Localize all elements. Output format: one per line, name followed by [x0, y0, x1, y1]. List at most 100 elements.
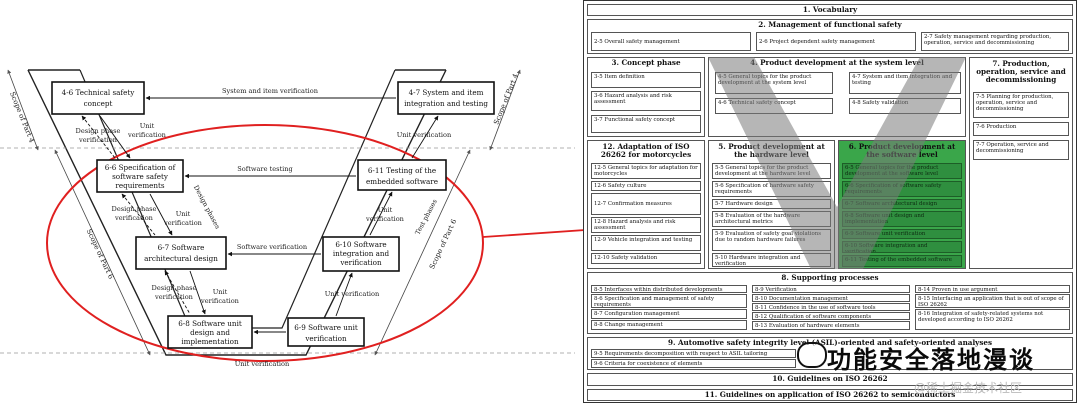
box-6-6-line-1: 6-6 Specification of [105, 163, 177, 172]
section-4-system-level: 4. Product development at the system lev… [708, 57, 966, 137]
item-2-6: 2-6 Project dependent safety management [756, 32, 916, 51]
item-5-8: 5-8 Evaluation of the hardware architect… [712, 211, 831, 227]
section-12-title: 12. Adaptation of ISO 26262 for motorcyc… [600, 142, 692, 159]
item-5-9: 5-9 Evaluation of safety goal violations… [712, 229, 831, 251]
watermark-brand: 功能安全落地漫谈 [827, 346, 1035, 374]
section-1-title: 1. Vocabulary [802, 5, 858, 14]
label-software-testing: Software testing [237, 165, 293, 173]
label-design-phase-verification-2b: verification [114, 214, 154, 222]
item-7-5: 7-5 Planning for production, operation, … [973, 92, 1069, 118]
box-4-7: 4-7 System and item integration and test… [397, 81, 495, 115]
flow-arrows [81, 95, 439, 335]
item-3-7: 3-7 Functional safety concept [591, 115, 701, 133]
section-3-title: 3. Concept phase [611, 58, 681, 67]
item-6-8: 6-8 Software unit design and implementat… [842, 211, 962, 227]
watermark-sub: @稀土掘金技术社区 [914, 381, 1023, 395]
label-test-phases: Test phases [414, 197, 440, 236]
item-4-5: 4-5 General topics for the product devel… [715, 72, 833, 94]
label-scope-part6-right: Scope of Part 6 [428, 217, 458, 270]
label-unit-verification-2: Unit verification [397, 131, 452, 139]
section-1-vocabulary: 1. Vocabulary [587, 4, 1073, 16]
section-12-motorcycles: 12. Adaptation of ISO 26262 for motorcyc… [587, 140, 705, 269]
item-6-7: 6-7 Software architectural design [842, 199, 962, 209]
item-8-11: 8-11 Confidence in the use of software t… [752, 303, 910, 311]
box-4-7-line-1: 4-7 System and item [409, 88, 484, 97]
item-2-7: 2-7 Safety management regarding producti… [921, 32, 1069, 51]
item-12-6: 12-6 Safety culture [591, 181, 701, 191]
label-unit-verification-bottom: Unit verification [235, 360, 290, 368]
label-unit-verification-5a: Unit [213, 288, 228, 296]
label-unit-verification-3a: Unit [176, 210, 191, 218]
item-8-9: 8-9 Verification [752, 285, 910, 293]
section-2-title: 2. Management of functional safety [758, 20, 902, 29]
iso-26262-overview: 1. Vocabulary 2. Management of functiona… [583, 0, 1077, 403]
box-6-8-line-3: implementation [181, 337, 239, 346]
item-8-6: 8-6 Specification and management of safe… [591, 294, 747, 308]
section-6-title: 6. Product development at the software l… [848, 142, 956, 159]
section-10-title: 10. Guidelines on ISO 26262 [772, 374, 888, 383]
label-design-phase-verification-3b: verification [154, 293, 194, 301]
section-3-concept: 3. Concept phase 3-5 Item definition 3-6… [587, 57, 705, 137]
box-6-7: 6-7 Software architectural design [135, 236, 227, 270]
box-6-9: 6-9 Software unit verification [287, 317, 365, 347]
label-unit-verification-4a: Unit [378, 206, 393, 214]
box-6-10-line-2: integration and [333, 249, 390, 258]
box-6-8-line-1: 6-8 Software unit [178, 319, 242, 328]
item-8-12: 8-12 Qualification of software component… [752, 312, 910, 320]
section-11-semiconductors: 11. Guidelines on application of ISO 262… [587, 389, 1073, 401]
item-7-7: 7-7 Operation, service and decommissioni… [973, 140, 1069, 160]
box-6-11: 6-11 Testing of the embedded software [357, 159, 447, 191]
label-unit-verification-5b: verification [200, 297, 240, 305]
label-scope-part6-left: Scope of Part 6 [85, 228, 115, 281]
box-6-6-line-3: requirements [115, 181, 164, 190]
section-9-asil: 9. Automotive safety integrity level (AS… [587, 337, 1073, 370]
item-7-6: 7-6 Production [973, 122, 1069, 136]
item-4-7: 4-7 System and item integration and test… [849, 72, 961, 94]
item-6-6: 6-6 Specification of software safety req… [842, 181, 962, 197]
item-8-16: 8-16 Integration of safety-related syste… [915, 309, 1070, 330]
level-dividers [0, 147, 575, 354]
box-4-6: 4-6 Technical safety concept [51, 81, 145, 115]
item-6-10: 6-10 Software integration and verificati… [842, 241, 962, 253]
box-6-10-line-3: verification [339, 258, 382, 267]
item-8-13: 8-13 Evaluation of hardware elements [752, 321, 910, 330]
label-design-phase-verification-1b: verification [78, 136, 118, 144]
label-scope-part4-left: Scope of Part 4 [8, 91, 36, 145]
label-scope-part4-right: Scope of Part 4 [492, 72, 520, 126]
label-unit-verification-1b: verification [127, 131, 167, 139]
box-4-6-line-1: 4-6 Technical safety [62, 88, 136, 97]
label-unit-verification-6: Unit verification [325, 290, 380, 298]
box-4-7-line-2: integration and testing [404, 99, 488, 108]
section-6-software-level: 6. Product development at the software l… [838, 140, 966, 269]
section-8-title: 8. Supporting processes [781, 273, 879, 282]
box-6-8: 6-8 Software unit design and implementat… [167, 315, 253, 349]
section-4-title: 4. Product development at the system lev… [750, 58, 924, 67]
label-unit-verification-3b: verification [163, 219, 203, 227]
item-8-7: 8-7 Configuration management [591, 309, 747, 319]
item-12-7: 12-7 Confirmation measures [591, 193, 701, 215]
item-4-8: 4-8 Safety validation [849, 98, 961, 114]
item-8-14: 8-14 Proven in use argument [915, 285, 1070, 293]
item-4-6: 4-6 Technical safety concept [715, 98, 833, 114]
watermark-logo-icon [797, 342, 827, 368]
item-5-5: 5-5 General topics for the product devel… [712, 163, 831, 179]
item-6-5: 6-5 General topics for the product devel… [842, 163, 962, 179]
box-6-9-line-2: verification [304, 334, 347, 343]
item-12-5: 12-5 General topics for adaptation for m… [591, 163, 701, 179]
item-3-6: 3-6 Hazard analysis and risk assessment [591, 91, 701, 111]
label-design-phase-verification-1a: Design phase [76, 127, 121, 135]
label-system-item-verification: System and item verification [222, 87, 319, 95]
box-6-11-line-2: embedded software [366, 177, 438, 186]
label-design-phase-verification-3a: Design phase [152, 284, 197, 292]
label-software-verification: Software verification [237, 243, 308, 251]
item-5-6: 5-6 Specification of hardware safety req… [712, 181, 831, 197]
item-9-6: 9-6 Criteria for coexistence of elements [591, 359, 796, 368]
item-6-11: 6-11 Testing of the embedded software [842, 255, 962, 267]
item-5-7: 5-7 Hardware design [712, 199, 831, 209]
box-6-7-line-2: architectural design [144, 254, 218, 263]
box-6-10-line-1: 6-10 Software [335, 240, 386, 249]
item-8-8: 8-8 Change management [591, 320, 747, 330]
section-7-title: 7. Production, operation, service and de… [976, 59, 1066, 84]
box-6-6: 6-6 Specification of software safety req… [96, 159, 184, 193]
section-10-guidelines: 10. Guidelines on ISO 26262 [587, 373, 1073, 386]
